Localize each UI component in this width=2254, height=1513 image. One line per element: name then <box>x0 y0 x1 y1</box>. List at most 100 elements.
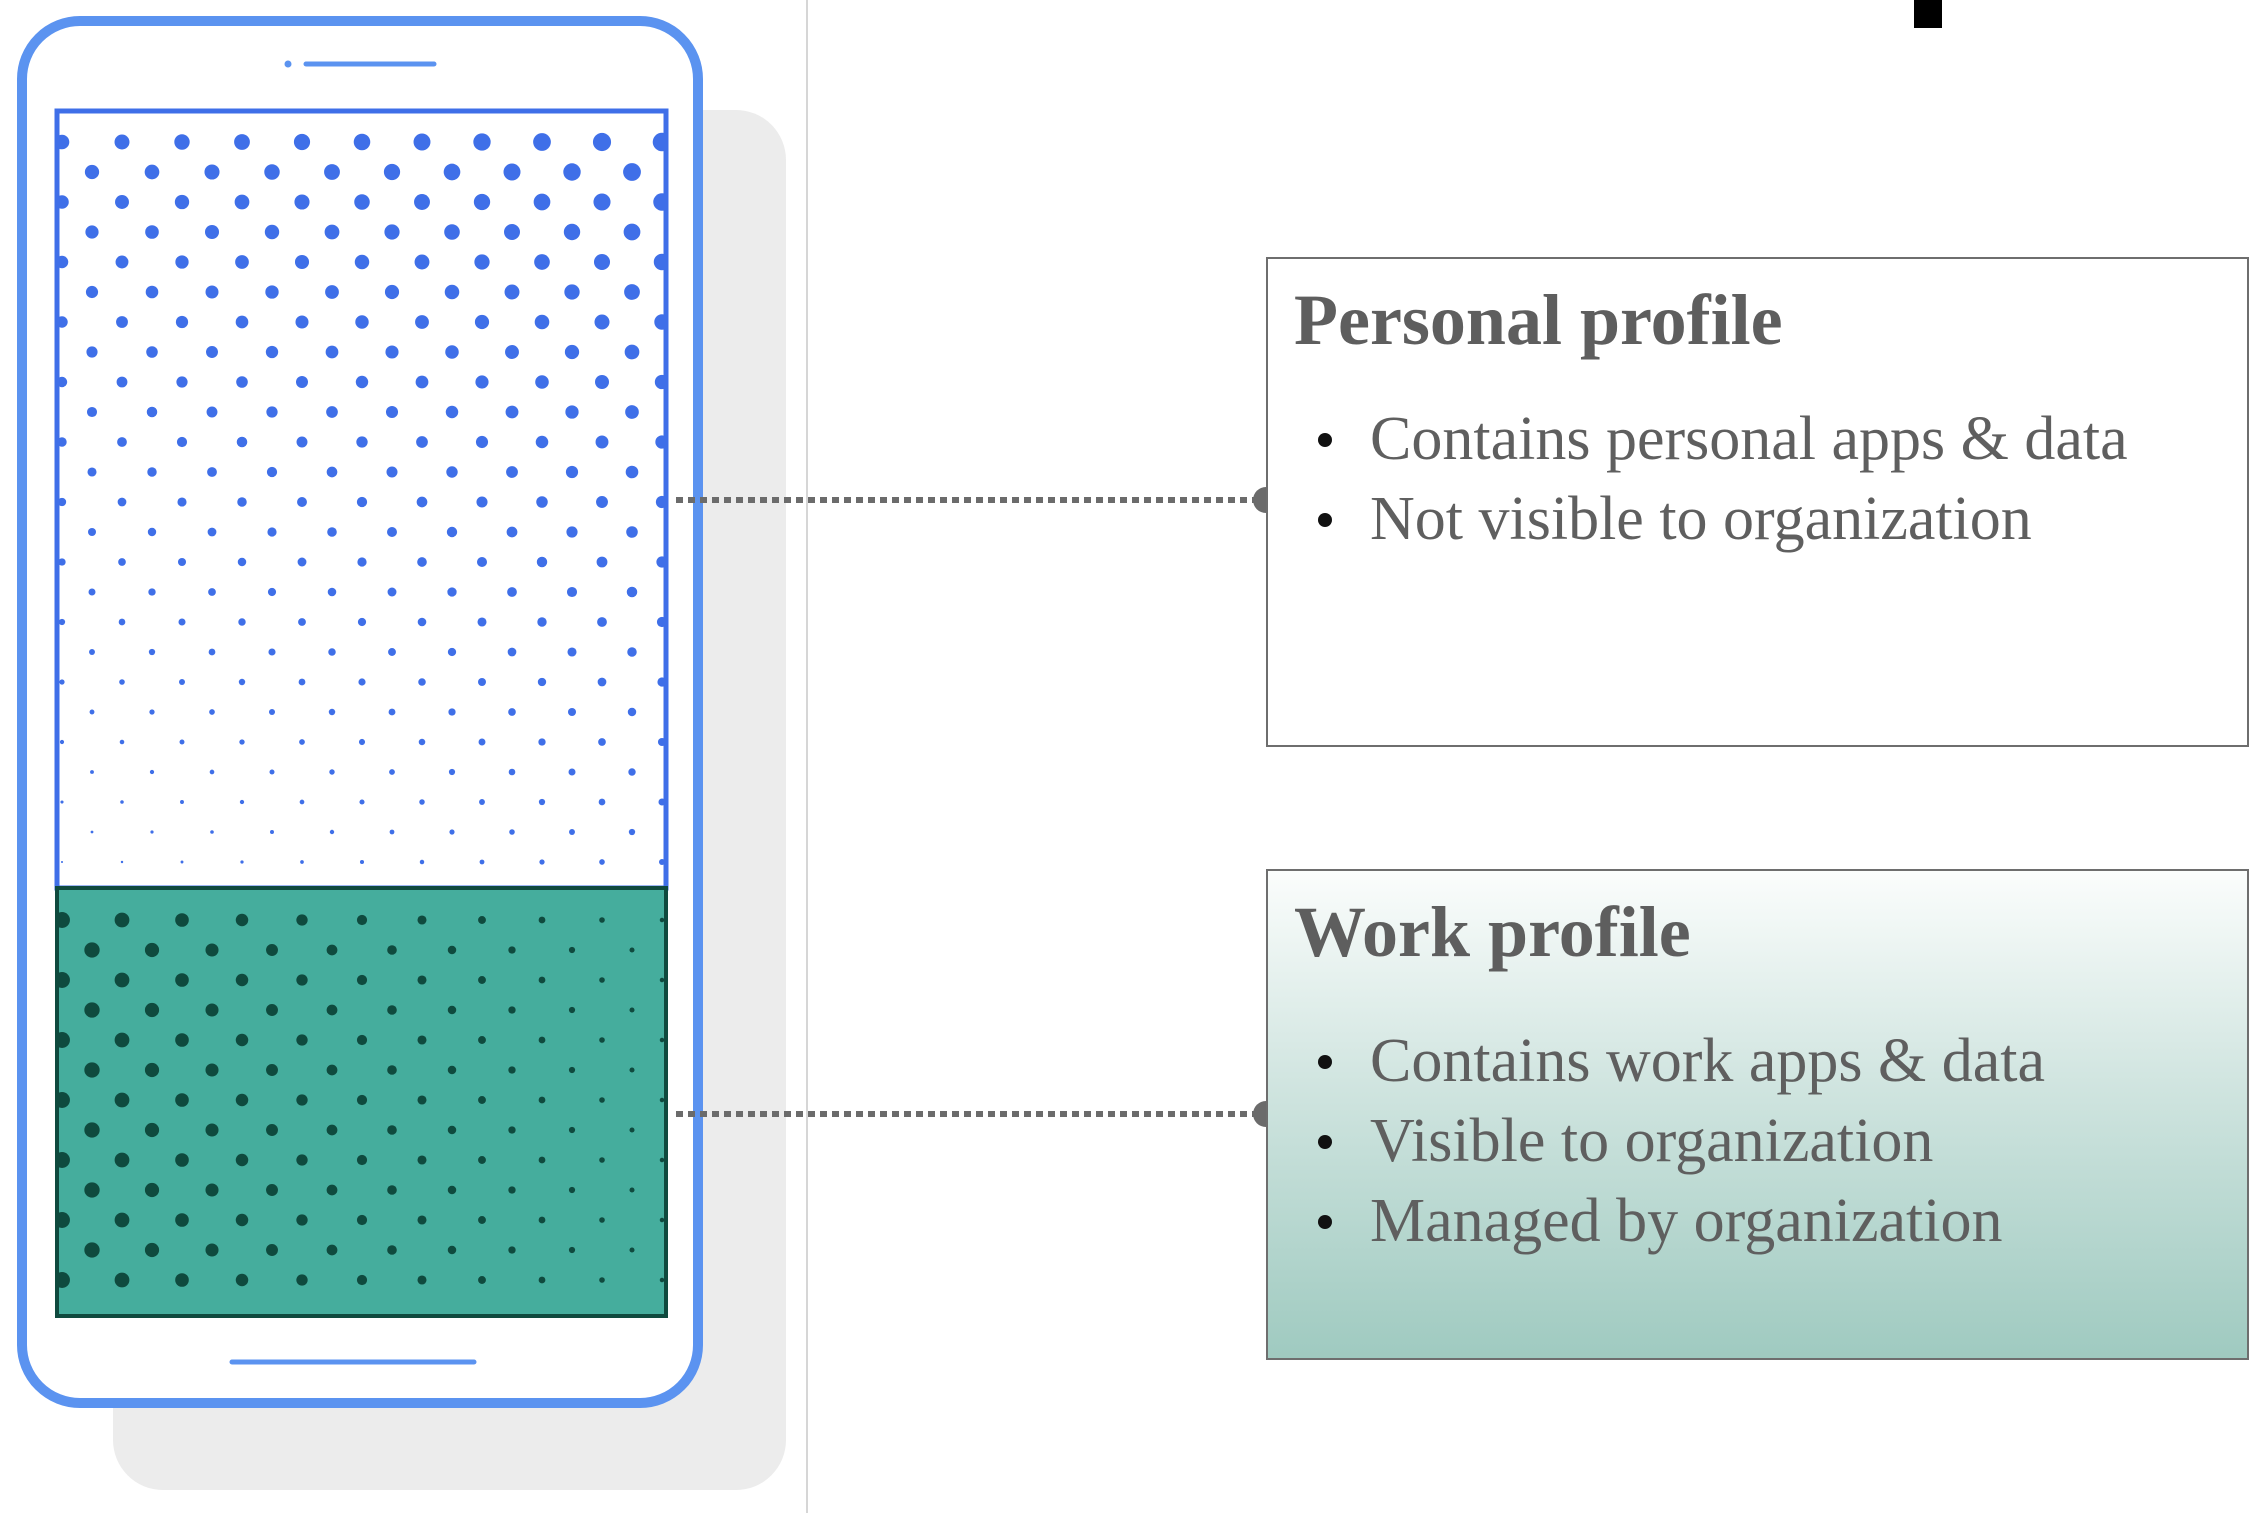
personal-dot <box>324 164 340 180</box>
personal-dot <box>564 284 580 300</box>
personal-dot <box>59 739 65 745</box>
personal-dot <box>535 435 549 449</box>
personal-dot <box>507 647 517 657</box>
work-dot <box>538 1036 546 1044</box>
personal-dot <box>627 647 637 657</box>
personal-dot <box>387 527 397 537</box>
personal-dot <box>298 618 306 626</box>
personal-dot <box>114 134 130 150</box>
work-dot <box>144 942 160 958</box>
personal-dot <box>296 436 308 448</box>
work-dot <box>84 1242 100 1258</box>
personal-dot <box>565 405 579 419</box>
personal-dot <box>654 374 666 390</box>
work-dot <box>599 1277 605 1283</box>
work-dot <box>538 1276 546 1284</box>
personal-dot <box>657 677 666 687</box>
personal-dot <box>149 709 155 715</box>
personal-dot <box>628 768 636 776</box>
personal-dot <box>327 527 337 537</box>
personal-dot <box>446 526 458 538</box>
personal-dot <box>325 285 339 299</box>
personal-dot <box>85 225 99 239</box>
personal-dot <box>235 315 249 329</box>
work-dot <box>629 1007 635 1013</box>
personal-dot <box>298 678 306 686</box>
personal-dot <box>267 527 277 537</box>
personal-dot <box>626 586 638 598</box>
personal-dot <box>625 465 639 479</box>
work-dot <box>266 1064 278 1076</box>
personal-dot <box>180 800 184 804</box>
personal-dot <box>447 647 457 657</box>
work-dot-pattern <box>57 912 665 1288</box>
personal-dot <box>474 314 490 330</box>
work-dot <box>114 1032 130 1048</box>
work-dot <box>659 1277 665 1283</box>
work-dot <box>356 1034 368 1046</box>
work-dot <box>326 1184 338 1196</box>
personal-dot <box>179 679 185 685</box>
work-dot <box>417 1275 427 1285</box>
work-dot <box>478 1276 486 1284</box>
work-dot <box>659 1157 665 1163</box>
personal-profile-card: Personal profile Contains personal apps … <box>1266 257 2249 747</box>
personal-dot <box>413 133 431 151</box>
personal-dot <box>84 164 100 180</box>
personal-dot <box>147 467 157 477</box>
work-profile-item: Managed by organization <box>1318 1181 2227 1261</box>
personal-dot <box>479 859 485 865</box>
personal-dot <box>58 558 66 566</box>
work-dot <box>568 1186 576 1194</box>
personal-dot <box>417 617 427 627</box>
personal-dot <box>357 617 367 627</box>
personal-dot <box>296 376 308 388</box>
work-dot <box>417 975 427 985</box>
personal-dot <box>448 768 456 776</box>
personal-dot <box>444 224 460 240</box>
work-dot <box>57 972 70 988</box>
personal-dot <box>89 709 95 715</box>
personal-dot <box>57 497 67 507</box>
work-dot <box>447 1125 457 1135</box>
personal-dot <box>146 346 158 358</box>
personal-dot <box>149 769 155 775</box>
work-dot <box>508 1066 516 1074</box>
work-dot <box>205 1183 219 1197</box>
personal-dot <box>539 859 545 865</box>
personal-dot <box>208 648 216 656</box>
work-dot <box>84 1002 100 1018</box>
work-dot <box>629 947 635 953</box>
personal-dot <box>414 194 430 210</box>
work-dot <box>538 1216 546 1224</box>
work-dot <box>326 944 338 956</box>
work-dot <box>599 1097 605 1103</box>
personal-dot <box>209 769 215 775</box>
work-dot <box>478 1036 486 1044</box>
personal-dot <box>563 163 581 181</box>
personal-dot <box>416 436 428 448</box>
work-dot <box>266 1244 278 1256</box>
personal-dot <box>207 467 217 477</box>
personal-dot <box>414 254 430 270</box>
work-dot <box>538 1156 546 1164</box>
personal-dot <box>536 496 548 508</box>
personal-dot <box>653 193 666 211</box>
personal-dot <box>359 859 365 865</box>
personal-dot <box>625 405 639 419</box>
personal-dot <box>535 375 549 389</box>
personal-dot <box>147 527 157 537</box>
work-dot <box>356 1214 368 1226</box>
corner-mark <box>1914 0 1942 28</box>
personal-dot <box>592 132 612 152</box>
personal-dot <box>599 859 605 865</box>
personal-dot <box>57 376 68 388</box>
work-dot <box>114 1212 130 1228</box>
personal-dot <box>624 284 640 300</box>
personal-dot <box>416 496 428 508</box>
personal-dot <box>116 316 128 328</box>
personal-dot <box>179 739 185 745</box>
personal-dot <box>57 195 69 209</box>
personal-dot <box>506 466 518 478</box>
